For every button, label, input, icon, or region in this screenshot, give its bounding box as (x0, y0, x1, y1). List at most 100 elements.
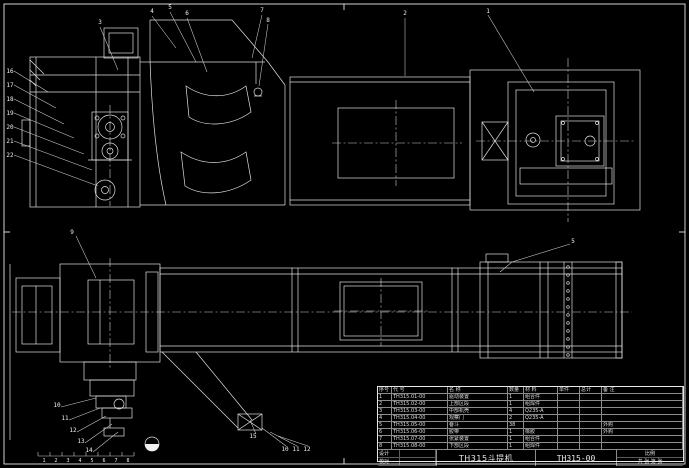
bom-cell: 中部机壳 (448, 408, 508, 415)
bom-cell: 38 (508, 422, 524, 429)
bom-cell: Q235-A (524, 408, 558, 415)
sheet-info: 比例 共 张 第 张 (617, 450, 683, 466)
callout-label: 14 (85, 447, 93, 454)
bom-cell: 组合件 (524, 436, 558, 443)
check-sign-cell (400, 458, 436, 466)
bom-header-cell: 总计 (580, 387, 602, 394)
design-label: 设计 (378, 450, 400, 458)
bom-cell (558, 415, 580, 422)
bom-cell (580, 394, 602, 401)
bom-cell: Q235-A (524, 415, 558, 422)
bom-cell: TH315.01-00 (392, 394, 448, 401)
bom-cell: TH315.07-00 (392, 436, 448, 443)
callout-label: 6 (185, 10, 189, 17)
tick-label: 3 (66, 458, 69, 464)
drawing-title: TH315斗提机 (437, 450, 536, 466)
parts-list: 序号 代 号 名 称 数量 材 料 单件 总计 备 注 1 TH315.01-0… (378, 387, 683, 450)
bom-cell (580, 436, 602, 443)
bom-cell: 6 (378, 429, 392, 436)
callout-label: 10 (53, 402, 61, 409)
bom-header-cell: 数量 (508, 387, 524, 394)
tick-label: 5 (90, 458, 93, 464)
bom-cell (558, 394, 580, 401)
tick-label: 7 (114, 458, 117, 464)
bom-cell: 组合件 (524, 394, 558, 401)
bom-cell: 橡胶 (524, 429, 558, 436)
bom-cell (580, 443, 602, 450)
leader-lines (13, 11, 571, 453)
design-sign-cell (400, 450, 436, 458)
drawing-frame (3, 3, 686, 465)
callout-label: 12 (303, 446, 311, 453)
lower-view-plan (9, 253, 623, 452)
bom-cell (602, 443, 683, 450)
tick-label: 2 (54, 458, 57, 464)
bom-cell: 3 (378, 408, 392, 415)
signature-grid: 设计 校对 (378, 450, 437, 466)
bom-cell (558, 401, 580, 408)
bom-cell: 上部区段 (448, 401, 508, 408)
bom-header-cell: 代 号 (392, 387, 448, 394)
tick-label: 6 (102, 458, 105, 464)
title-strip: 设计 校对 TH315斗提机 TH315-00 比例 共 张 第 张 (378, 450, 683, 466)
bom-cell: 1 (508, 401, 524, 408)
callout-label: 13 (77, 438, 85, 445)
drawing-number: TH315-00 (536, 450, 617, 466)
callout-label: 5 (168, 4, 172, 11)
bom-cell (602, 408, 683, 415)
callout-label: 9 (70, 229, 74, 236)
callout-label: 16 (6, 68, 14, 75)
callout-label: 15 (249, 433, 257, 440)
callout-label: 18 (6, 96, 14, 103)
bom-cell: 4 (508, 408, 524, 415)
bom-cell (580, 422, 602, 429)
bom-cell: TH315.08-00 (392, 443, 448, 450)
bom-cell (580, 401, 602, 408)
bom-cell (602, 436, 683, 443)
bom-header-cell: 备 注 (602, 387, 683, 394)
bom-cell (558, 436, 580, 443)
bom-cell: 组焊件 (524, 443, 558, 450)
callout-label: 17 (6, 82, 14, 89)
callout-label: 2 (403, 10, 407, 17)
bom-cell: 外购 (602, 429, 683, 436)
title-block: 序号 代 号 名 称 数量 材 料 单件 总计 备 注 1 TH315.01-0… (377, 386, 684, 466)
bom-cell: 2 (508, 415, 524, 422)
callout-label: 12 (69, 427, 77, 434)
sheet-label: 共 张 第 张 (617, 458, 683, 466)
bom-cell: 1 (508, 436, 524, 443)
bom-cell (580, 429, 602, 436)
tick-label: 4 (78, 458, 81, 464)
scale-ticks: 1 2 3 4 5 6 7 8 (37, 452, 135, 464)
callout-label: 11 (292, 446, 300, 453)
bom-cell: 1 (508, 443, 524, 450)
bom-cell (602, 394, 683, 401)
callout-label: 21 (6, 138, 14, 145)
bom-cell (524, 422, 558, 429)
callout-label: 3 (98, 19, 102, 26)
bom-cell: 组焊件 (524, 401, 558, 408)
callout-label: 4 (150, 8, 154, 15)
scale-label: 比例 (617, 450, 683, 458)
bom-cell: TH315.06-00 (392, 429, 448, 436)
bom-cell: 7 (378, 436, 392, 443)
bom-cell (602, 401, 683, 408)
tick-label: 8 (126, 458, 129, 464)
bom-cell: 张紧装置 (448, 436, 508, 443)
tick-label: 1 (42, 458, 45, 464)
bom-cell: 下部区段 (448, 443, 508, 450)
bom-cell (558, 429, 580, 436)
callout-label: 8 (266, 17, 270, 24)
bom-cell: 外购 (602, 422, 683, 429)
callout-label: 11 (61, 415, 69, 422)
callout-label: 19 (6, 110, 14, 117)
bom-cell (558, 422, 580, 429)
callout-numbers: 3 4 5 6 7 8 2 1 16 17 18 19 20 21 22 9 5… (6, 4, 575, 454)
bom-cell: 1 (378, 394, 392, 401)
bom-cell: 观察门 (448, 415, 508, 422)
bom-cell: TH315.04-00 (392, 415, 448, 422)
bom-cell: TH315.03-00 (392, 408, 448, 415)
bom-header-cell: 单件 (558, 387, 580, 394)
bom-cell (580, 415, 602, 422)
